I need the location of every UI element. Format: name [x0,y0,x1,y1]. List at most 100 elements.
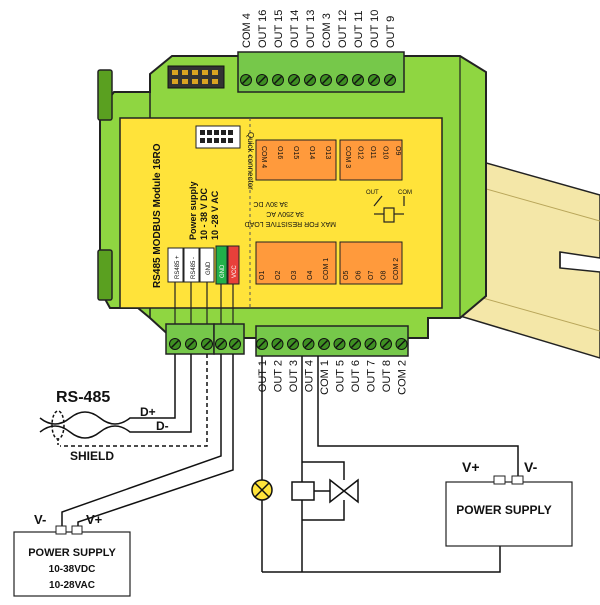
bottom-terminal-screw[interactable] [380,338,392,350]
max-load-2: 3A 250V AC [266,210,304,217]
relay-block-label: O7 [368,271,375,280]
rs485-terminal-block [165,323,215,355]
rs485-terminal-screw[interactable] [169,338,181,350]
bottom-terminal-screw[interactable] [318,338,330,350]
bottom-terminal-block [255,325,409,357]
rs485-title: RS-485 [56,389,110,406]
top-terminal-block [237,51,405,93]
relay-block-label: O13 [324,146,331,159]
max-load-1: 3A 30V DC [253,200,288,207]
left-supply-v-minus: V- [34,512,46,527]
quick-connector-label: Quick connector [246,132,255,190]
relay-block-bottom-left [255,241,337,285]
top-terminal-label: OUT 11 [353,11,365,49]
left-power-supply: POWER SUPPLY 10-38VDC 10-28VAC [13,525,131,597]
left-supply-title: POWER SUPPLY [28,547,116,559]
relay-block-label: O3 [291,271,298,280]
power-terminal-screw[interactable] [229,338,241,350]
left-supply-ac: 10-28VAC [49,580,95,591]
top-terminal-screw[interactable] [384,74,396,86]
top-terminal-screw[interactable] [240,74,252,86]
relay-block-label: O1 [259,271,266,280]
top-terminal-label: OUT 15 [273,10,285,48]
power-terminal-screw[interactable] [215,338,227,350]
bottom-terminal-label: OUT 7 [366,360,378,392]
relay-out-label: OUT [366,190,379,196]
bottom-terminal-label: OUT 3 [288,360,300,392]
relay-block-top-right [339,139,403,181]
power-dc-label: 10 - 38 V DC [199,187,209,240]
top-terminal-label: OUT 10 [369,10,381,48]
relay-block-label: O12 [357,146,364,159]
pin-header [167,65,225,89]
left-supply-v-plus: V+ [86,512,103,527]
supply-wires [61,354,234,532]
relay-block-label: O2 [275,271,282,280]
bottom-terminal-screw[interactable] [333,338,346,350]
relay-block-label: COM 4 [260,146,267,168]
d-plus-label: D+ [140,405,156,419]
relay-block-label: COM 1 [323,258,330,280]
bottom-terminal-label: OUT 8 [381,360,393,392]
right-supply-v-minus: V- [524,459,538,475]
power-ac-label: 10 -28 V AC [210,190,220,240]
top-terminal-screw[interactable] [272,74,284,86]
relay-block-label: O8 [381,271,388,280]
top-terminal-screw[interactable] [352,74,364,86]
lamp-icon [251,479,273,501]
top-terminal-label: OUT 14 [289,10,301,48]
relay-block-label: COM 2 [393,258,400,280]
top-terminal-label: OUT 13 [305,10,317,48]
bottom-terminal-screw[interactable] [364,338,377,350]
top-terminal-screw[interactable] [336,74,348,86]
top-terminal-screw[interactable] [320,74,332,86]
bottom-terminal-label: OUT 6 [350,360,362,392]
bottom-terminal-label: OUT 2 [273,360,285,392]
d-minus-label: D- [156,419,169,433]
relay-block-label: O16 [276,146,283,159]
power-supply-label: Power supply [188,181,198,240]
top-terminal-label: OUT 16 [257,10,269,48]
top-terminal-label: COM 4 [241,13,253,48]
relay-block-label: O15 [292,146,299,159]
module-title: RS485 MODBUS Module 16RO [152,143,163,288]
relay-block-bottom-right [339,241,403,285]
relay-block-label: O10 [382,146,389,159]
rs485-plus-label: RS485 + [175,255,181,279]
rs485-minus-label: RS485 - [191,257,197,279]
bottom-terminal-screw[interactable] [302,338,315,350]
top-terminal-label: OUT 9 [385,16,397,48]
internal-leads [174,282,234,325]
top-terminal-screw[interactable] [288,74,300,86]
bottom-terminal-screw[interactable] [271,338,284,350]
top-terminal-screw[interactable] [368,74,380,86]
left-supply-dc: 10-38VDC [49,564,96,575]
solenoid-valve-icon [291,478,359,504]
bottom-terminal-screw[interactable] [287,338,299,350]
relay-com-label: COM [398,190,412,196]
right-supply-v-plus: V+ [462,459,480,475]
bottom-terminal-screw[interactable] [395,338,408,350]
rs485-terminal-screw[interactable] [185,338,197,350]
bottom-terminal-label: OUT 1 [257,360,269,392]
gnd-block-label: GND [220,264,226,278]
top-terminal-label: COM 3 [321,13,333,48]
bottom-terminal-label: COM 1 [319,360,331,395]
max-load-3: MAX FOR RESISTIVE LOAD [245,220,336,227]
quick-connector [195,125,241,149]
relay-symbol-icon [373,195,405,223]
relay-block-label: O6 [356,271,363,280]
bottom-terminal-label: OUT 4 [304,360,316,392]
gnd-label: GND [206,261,212,275]
rs485-terminal-screw[interactable] [201,338,213,350]
top-terminal-screw[interactable] [256,74,268,86]
bottom-terminal-screw[interactable] [349,338,361,350]
bottom-terminal-screw[interactable] [256,338,268,350]
power-terminal-block [213,323,245,355]
bottom-terminal-label: OUT 5 [335,360,347,392]
top-terminal-screw[interactable] [304,74,316,86]
